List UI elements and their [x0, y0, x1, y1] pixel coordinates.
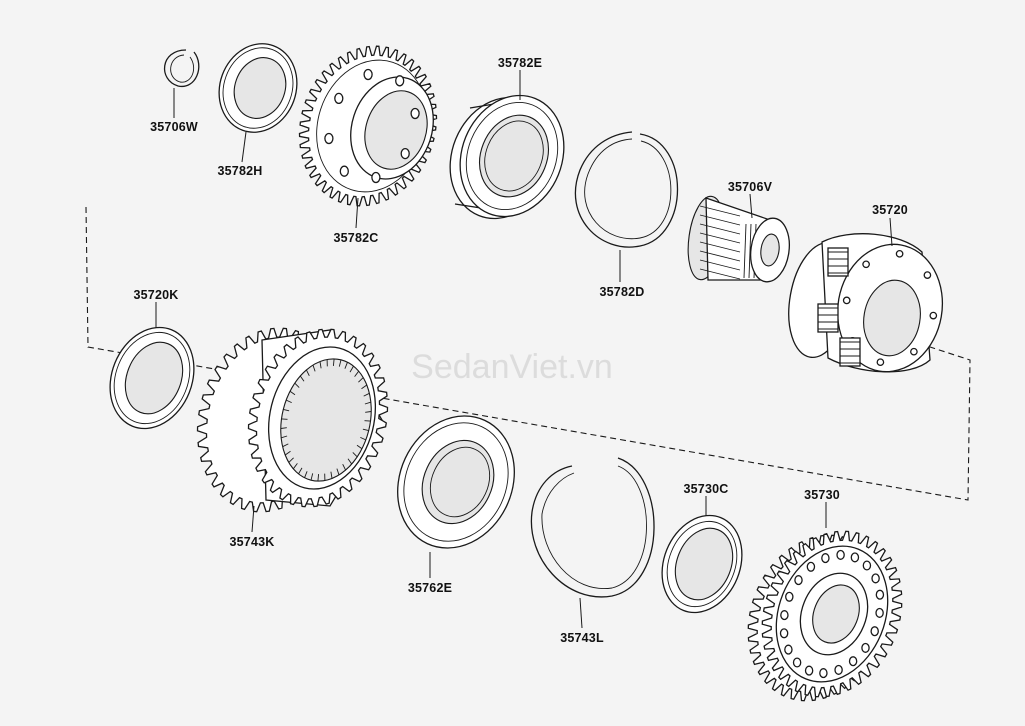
part-label-35782h: 35782H: [218, 164, 263, 178]
gear-730-hole: [806, 666, 813, 675]
gear-730-hole: [835, 666, 842, 675]
gear-730-hole: [876, 590, 883, 599]
part-label-35730c: 35730C: [684, 482, 729, 496]
part-label-35762e: 35762E: [408, 581, 452, 595]
gear-730-hole: [837, 551, 844, 560]
gear-730-hole: [807, 562, 814, 571]
part-label-35706v: 35706V: [728, 180, 773, 194]
carrier-bolt: [896, 251, 902, 257]
watermark-text: SedanViet.vn: [411, 348, 613, 386]
part-label-35782d: 35782D: [600, 285, 645, 299]
thrust-washer-35720k: [95, 315, 208, 441]
gear-730-hole: [786, 592, 793, 601]
carrier-bolt: [877, 359, 883, 365]
carrier-bolt: [863, 261, 869, 267]
gear-c-hole: [372, 173, 380, 183]
gear-35782c: [300, 46, 447, 207]
gear-730-hole: [785, 645, 792, 654]
gear-730-hole: [794, 658, 801, 667]
part-label-35743l: 35743L: [560, 631, 604, 645]
gear-730-hole: [822, 554, 829, 563]
gear-35730: [748, 529, 907, 700]
part-label-35782e: 35782E: [498, 56, 542, 70]
gear-730-hole: [795, 576, 802, 585]
gear-c-hole: [411, 109, 419, 119]
thrust-washer-35730c: [648, 503, 756, 624]
gear-730-hole: [820, 669, 827, 678]
carrier-bolt: [844, 297, 850, 303]
gear-730-hole: [781, 611, 788, 620]
bearing-35762e: [377, 397, 536, 568]
part-label-35782c: 35782C: [334, 231, 379, 245]
gear-730-hole: [781, 629, 788, 638]
gear-730-hole: [850, 657, 857, 666]
snap-ring-35706w: [165, 50, 199, 86]
thrust-washer-35782h: [207, 33, 309, 144]
gear-c-hole: [335, 93, 343, 103]
gear-c-hole: [364, 70, 372, 80]
gear-c-hole: [340, 166, 348, 176]
ring-gear-35743k: [198, 328, 390, 511]
snap-ring-35782d: [575, 132, 677, 247]
carrier-bolt: [911, 349, 917, 355]
bearing-35782e: [432, 80, 581, 234]
carrier-35720: [780, 234, 952, 380]
part-label-35720k: 35720K: [134, 288, 179, 302]
part-label-35706w: 35706W: [150, 120, 198, 134]
carrier-bolt: [924, 272, 930, 278]
gear-730-hole: [863, 561, 870, 570]
gear-c-hole: [325, 134, 333, 144]
part-label-35720: 35720: [872, 203, 908, 217]
part-label-35743k: 35743K: [230, 535, 275, 549]
gear-730-hole: [862, 644, 869, 653]
gear-730-hole: [871, 627, 878, 636]
gear-730-hole: [876, 609, 883, 618]
gear-c-hole: [401, 149, 409, 159]
part-label-35730: 35730: [804, 488, 840, 502]
carrier-bolt: [930, 312, 936, 318]
shaft-35706v: [683, 194, 793, 284]
gear-c-hole: [396, 76, 404, 86]
gear-730-hole: [872, 574, 879, 583]
gear-730-hole: [851, 553, 858, 562]
snap-ring-35743l: [531, 458, 654, 597]
